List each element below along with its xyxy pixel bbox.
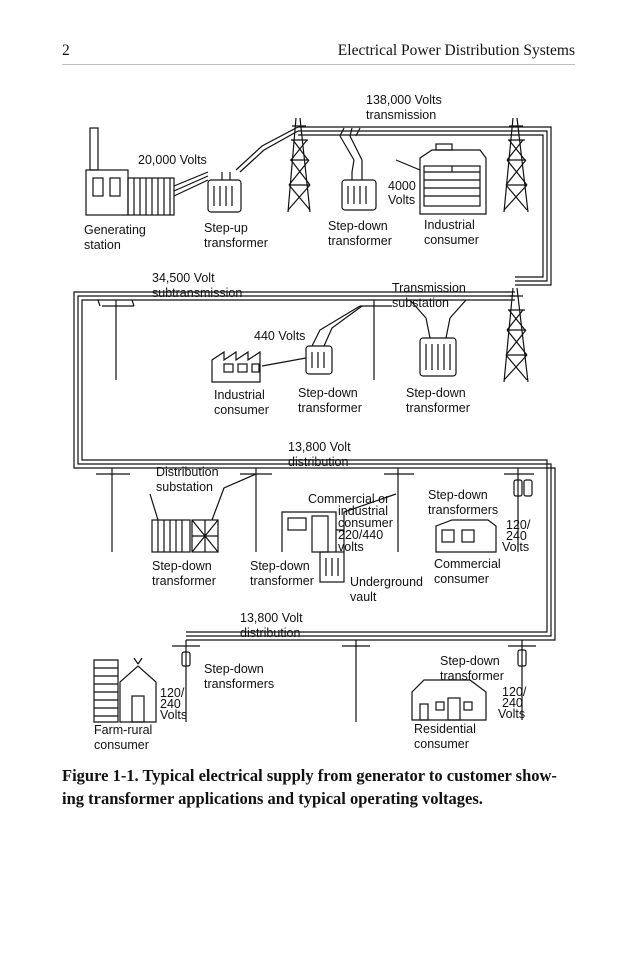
label-13kv-b-1: 13,800 Volt	[240, 611, 303, 625]
generating-station	[85, 127, 209, 216]
label-120v3-2: 240	[506, 529, 527, 543]
main-supply-line	[73, 126, 556, 641]
transmission-tower-2	[503, 117, 529, 213]
label-industrial2-2: consumer	[214, 403, 269, 417]
label-13kv-a-1: 13,800 Volt	[288, 440, 351, 454]
label-transsub-2: substation	[392, 296, 449, 310]
label-34kv-1: 34,500 Volt	[152, 271, 215, 285]
label-stepdown2b-2: transformer	[406, 401, 470, 415]
dist-pole-4-mid	[342, 640, 370, 722]
label-13kv-b-2: distribution	[240, 626, 300, 640]
page-number: 2	[62, 42, 70, 59]
label-stepdown2a-1: Step-down	[298, 386, 358, 400]
dist-pole-1	[240, 468, 272, 552]
label-farm-1: Farm-rural	[94, 723, 152, 737]
label-20kv: 20,000 Volts	[138, 153, 207, 167]
stage2-labels: 34,500 Volt subtransmission Transmission…	[152, 271, 470, 417]
caption-line-2: ing transformer applications and typical…	[62, 789, 483, 808]
label-commercial-2: consumer	[434, 572, 489, 586]
label-stepdown-tf4-2: transformer	[440, 669, 504, 683]
step-down-transformer-1	[339, 135, 377, 211]
label-distsub-2: substation	[156, 480, 213, 494]
label-4000v-1: 4000	[388, 179, 416, 193]
commercial-building	[435, 519, 497, 553]
label-120v4l-1: 120/	[160, 686, 185, 700]
label-generating-1: Generating	[84, 223, 146, 237]
label-138kv-1: 138,000 Volts	[366, 93, 442, 107]
label-stepdown3a-1: Step-down	[152, 559, 212, 573]
label-120v4r-1: 120/	[502, 685, 527, 699]
label-comm-ind-4: 220/440	[338, 528, 383, 542]
label-farm-2: consumer	[94, 738, 149, 752]
figure-caption: Figure 1-1. Typical electrical supply fr…	[62, 764, 582, 810]
label-stepdown3b-1: Step-down	[250, 559, 310, 573]
dist-pole-2	[384, 468, 414, 552]
label-440v: 440 Volts	[254, 329, 305, 343]
industrial-consumer-1	[395, 143, 487, 215]
label-transsub-1: Transmission	[392, 281, 466, 295]
label-stepdown3b-2: transformer	[250, 574, 314, 588]
label-120v4l-3: Volts	[160, 708, 187, 722]
step-up-transformer	[207, 126, 299, 213]
label-stepup-1: Step-up	[204, 221, 248, 235]
dist-pole-3-transformers	[504, 468, 534, 552]
header-rule	[62, 64, 575, 65]
label-comm-ind-2: industrial	[338, 504, 388, 518]
label-stepdown-tfs4-1: Step-down	[204, 662, 264, 676]
running-head: Electrical Power Distribution Systems	[337, 42, 575, 59]
label-stepdown1-1: Step-down	[328, 219, 388, 233]
stage3-labels: 13,800 Volt distribution Distribution su…	[152, 440, 531, 604]
subtrans-pole-right	[360, 300, 392, 380]
label-comm-ind-5: volts	[338, 540, 364, 554]
label-34kv-2: subtransmission	[152, 286, 242, 300]
label-stepdown-tf4-1: Step-down	[440, 654, 500, 668]
label-stepdown-tfs3-1: Step-down	[428, 488, 488, 502]
label-120v4r-2: 240	[502, 696, 523, 710]
label-generating-2: station	[84, 238, 121, 252]
label-underground-2: vault	[350, 590, 377, 604]
label-120v3-3: Volts	[502, 540, 529, 554]
subtrans-pole-left	[97, 299, 135, 380]
distribution-substation	[96, 468, 257, 553]
label-stepdown1-2: transformer	[328, 234, 392, 248]
label-120v4l-2: 240	[160, 697, 181, 711]
step-down-transformer-2a	[261, 305, 363, 375]
dist-pole-4-left	[172, 640, 200, 722]
label-4000v-2: Volts	[388, 193, 415, 207]
label-13kv-a-2: distribution	[288, 455, 348, 469]
step-down-transformer-2b	[409, 299, 467, 377]
label-residential-1: Residential	[414, 722, 476, 736]
label-comm-ind-3: consumer	[338, 516, 393, 530]
label-stepdown2a-2: transformer	[298, 401, 362, 415]
label-stepdown2b-1: Step-down	[406, 386, 466, 400]
label-distsub-1: Distribution	[156, 465, 219, 479]
label-residential-2: consumer	[414, 737, 469, 751]
label-industrial1-2: consumer	[424, 233, 479, 247]
commercial-industrial-building	[281, 493, 397, 583]
label-138kv-2: transmission	[366, 108, 436, 122]
stage4-labels: 13,800 Volt distribution Step-down trans…	[94, 611, 527, 752]
label-120v3-1: 120/	[506, 518, 531, 532]
transmission-tower-1	[287, 117, 311, 213]
transmission-tower-3	[503, 287, 529, 383]
label-stepdown3a-2: transformer	[152, 574, 216, 588]
label-120v4r-3: Volts	[498, 707, 525, 721]
residential-building	[411, 679, 487, 721]
label-industrial1-1: Industrial	[424, 218, 475, 232]
label-stepup-2: transformer	[204, 236, 268, 250]
caption-line-1: Figure 1-1. Typical electrical supply fr…	[62, 766, 557, 785]
label-commercial-1: Commercial	[434, 557, 501, 571]
label-underground-1: Underground	[350, 575, 423, 589]
label-comm-ind-1: Commercial or	[308, 492, 389, 506]
industrial-consumer-2	[211, 350, 261, 383]
label-stepdown-tfs4-2: transformers	[204, 677, 274, 691]
farm-silo	[93, 659, 119, 723]
label-industrial2-1: Industrial	[214, 388, 265, 402]
label-stepdown-tfs3-2: transformers	[428, 503, 498, 517]
farm-house	[119, 657, 157, 723]
dist-pole-4-right	[508, 640, 536, 720]
stage1-labels: 138,000 Volts transmission 20,000 Volts …	[84, 93, 479, 252]
